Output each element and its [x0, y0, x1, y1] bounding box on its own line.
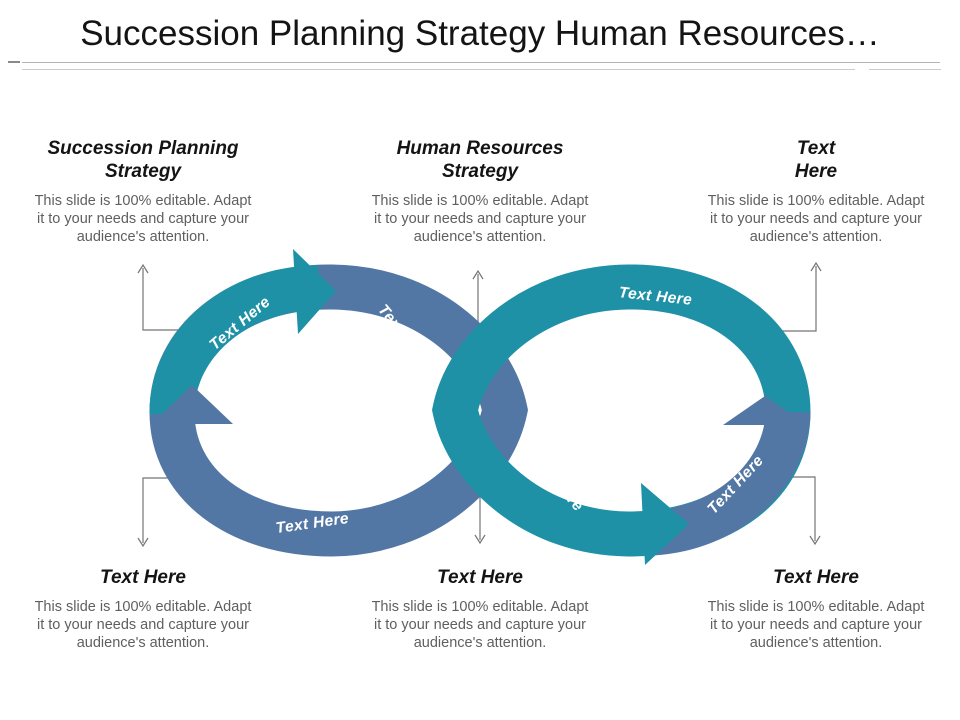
divider-line-1: [22, 62, 940, 63]
block-heading: Strategy: [441, 161, 519, 182]
block-heading: Text Here: [437, 567, 523, 588]
arrow-down-icon: [809, 535, 821, 546]
block-body: This slide is 100% editable. Adapt it to…: [707, 193, 925, 245]
connector-top-right: [770, 266, 817, 332]
block-body: This slide is 100% editable. Adapt it to…: [371, 193, 589, 245]
arrow-up-icon: [137, 263, 149, 274]
block-top-middle: Human Resources Strategy This slide is 1…: [350, 137, 610, 246]
arrow-down-icon: [137, 537, 149, 548]
block-heading: Here: [794, 161, 838, 182]
block-body: This slide is 100% editable. Adapt it to…: [34, 599, 252, 651]
teal-arrowhead-icon: [641, 483, 689, 565]
block-bottom-middle: Text Here This slide is 100% editable. A…: [350, 566, 610, 652]
block-body: This slide is 100% editable. Adapt it to…: [34, 193, 252, 245]
divider-line-2b: [869, 69, 941, 70]
block-body: This slide is 100% editable. Adapt it to…: [371, 599, 589, 651]
blue-arrowhead-icon: [152, 385, 233, 424]
block-heading: Human Resources: [396, 138, 564, 159]
block-heading: Strategy: [104, 161, 182, 182]
divider-tick: [8, 61, 20, 63]
teal-arrowhead-icon: [293, 249, 336, 334]
left-loop-teal-segment: [149, 265, 319, 415]
block-bottom-right: Text Here This slide is 100% editable. A…: [686, 566, 946, 652]
block-body: This slide is 100% editable. Adapt it to…: [707, 599, 925, 651]
connector-top-left: [142, 268, 190, 331]
block-bottom-left: Text Here This slide is 100% editable. A…: [13, 566, 273, 652]
arrow-up-icon: [810, 261, 822, 272]
block-heading: Text Here: [100, 567, 186, 588]
block-top-right: Text Here This slide is 100% editable. A…: [686, 137, 946, 246]
block-heading: Succession Planning: [47, 138, 239, 159]
block-heading: Text Here: [773, 567, 859, 588]
blue-arrowhead-icon: [723, 396, 807, 425]
arrow-down-icon: [474, 534, 486, 545]
arrow-up-icon: [472, 269, 484, 280]
block-top-left: Succession Planning Strategy This slide …: [13, 137, 273, 246]
block-heading: Text: [796, 138, 836, 159]
divider-line-2: [22, 69, 855, 70]
slide-title: Succession Planning Strategy Human Resou…: [80, 14, 880, 53]
